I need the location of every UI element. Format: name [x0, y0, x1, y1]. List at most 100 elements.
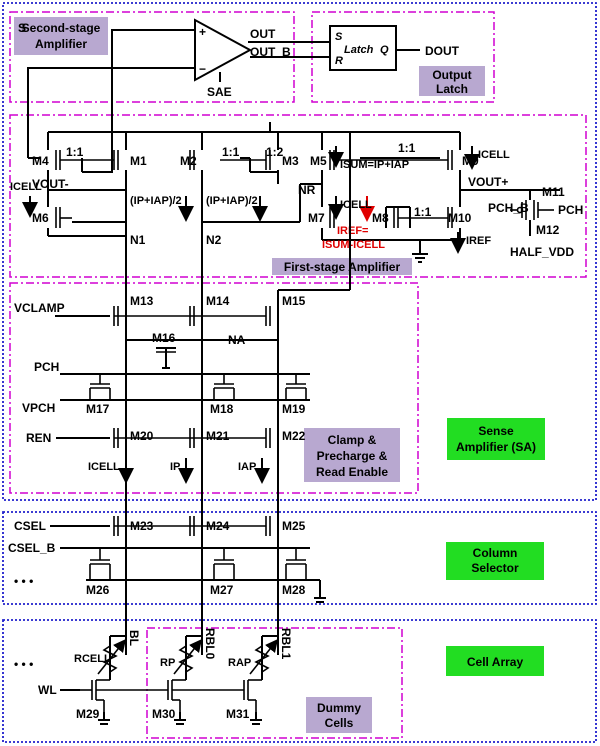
column-selector-border: [2, 511, 597, 605]
cell-array-label: Cell Array: [467, 655, 524, 669]
cell-array: • • • WL RCELL RP RAP BL RBL0 RBL1 M29 M…: [14, 628, 293, 725]
comparator-minus: −: [199, 62, 206, 76]
latch: S R Latch Q DOUT: [329, 25, 460, 71]
svg-text:NR: NR: [298, 183, 316, 197]
svg-text:Q: Q: [380, 44, 389, 56]
second-stage-label-line2: Amplifier: [35, 37, 87, 51]
svg-text:BL: BL: [127, 630, 141, 646]
svg-text:Latch: Latch: [344, 44, 374, 56]
clamp-label-line2: Precharge &: [317, 449, 388, 463]
svg-text:VPCH: VPCH: [22, 401, 55, 415]
sense-amp-label-bg: [447, 418, 545, 460]
svg-text:M12: M12: [536, 223, 560, 237]
svg-text:M20: M20: [130, 429, 154, 443]
svg-text:M10: M10: [448, 211, 472, 225]
svg-text:R: R: [335, 55, 343, 67]
output-latch-label-line1: Output: [432, 68, 471, 82]
svg-text:M31: M31: [226, 707, 250, 721]
first-stage-labels: M4 M1 M2 M3 M5 M9 M6 M7 M8 M10 M11 M12 1…: [10, 141, 583, 259]
svg-text:1:1: 1:1: [398, 141, 416, 155]
svg-text:M22: M22: [282, 429, 306, 443]
svg-text:M3: M3: [282, 154, 299, 168]
svg-text:WL: WL: [38, 683, 57, 697]
svg-text:M23: M23: [130, 519, 154, 533]
svg-text:1:1: 1:1: [414, 205, 432, 219]
output-latch-label-line2: Latch: [436, 82, 468, 96]
column-selector: CSEL CSEL_B • • • M23 M24 M25 M26 M27 M2…: [8, 516, 326, 603]
svg-text:IREF: IREF: [466, 235, 491, 247]
second-stage-border: [9, 11, 295, 103]
svg-text:RCELL: RCELL: [74, 653, 111, 665]
svg-text:M28: M28: [282, 583, 306, 597]
clamp-label-line1: Clamp &: [328, 433, 377, 447]
dummy-cells-border: [146, 627, 403, 739]
clamp-border: [9, 282, 419, 494]
second-stage-label: S: [18, 21, 26, 35]
svg-text:1:1: 1:1: [66, 145, 84, 159]
comparator-triangle: [194, 18, 253, 82]
out-label: OUT: [250, 27, 276, 41]
svg-text:ISUM=IP+IAP: ISUM=IP+IAP: [340, 159, 409, 171]
region-labels: S Second-stage Amplifier Output Latch Fi…: [14, 17, 545, 733]
svg-text:ICELL: ICELL: [478, 149, 510, 161]
svg-text:ICELL: ICELL: [88, 461, 120, 473]
svg-text:RBL1: RBL1: [279, 628, 293, 660]
cell-array-label-bg: [446, 646, 544, 676]
svg-text:M29: M29: [76, 707, 100, 721]
svg-text:M11: M11: [542, 185, 565, 199]
svg-text:M6: M6: [32, 211, 49, 225]
svg-text:N1: N1: [130, 233, 146, 247]
first-stage-label-bg: [272, 258, 412, 275]
svg-text:PCH: PCH: [34, 360, 59, 374]
svg-text:M24: M24: [206, 519, 230, 533]
column-selector-label-line1: Column: [473, 546, 518, 560]
svg-text:PCH_B: PCH_B: [488, 201, 529, 215]
svg-text:M1: M1: [130, 154, 147, 168]
svg-text:M17: M17: [86, 402, 110, 416]
svg-text:CSEL: CSEL: [14, 519, 46, 533]
svg-text:M26: M26: [86, 583, 110, 597]
svg-text:M21: M21: [206, 429, 230, 443]
svg-text:VOUT+: VOUT+: [468, 175, 508, 189]
svg-text:M9: M9: [462, 154, 479, 168]
svg-text:1:2: 1:2: [266, 145, 284, 159]
svg-text:1:1: 1:1: [222, 145, 240, 159]
second-stage-label-bg: [14, 17, 108, 55]
clamp-label-bg: [304, 428, 400, 482]
svg-text:CSEL_B: CSEL_B: [8, 541, 56, 555]
svg-text:M5: M5: [310, 154, 327, 168]
svg-text:ICELL: ICELL: [10, 181, 42, 193]
dummy-cells-label-line1: Dummy: [317, 701, 361, 715]
svg-text:M14: M14: [206, 294, 230, 308]
comparator-plus: +: [199, 25, 206, 39]
svg-text:IP: IP: [170, 461, 180, 473]
svg-text:VCLAMP: VCLAMP: [14, 301, 65, 315]
svg-text:VOUT-: VOUT-: [32, 177, 69, 191]
dummy-cells-label-bg: [306, 697, 372, 733]
svg-text:M2: M2: [180, 154, 197, 168]
svg-text:M18: M18: [210, 402, 234, 416]
svg-text:(IP+IAP)/2: (IP+IAP)/2: [130, 195, 182, 207]
svg-text:ISUM-ICELL: ISUM-ICELL: [322, 239, 385, 251]
svg-text:IAP: IAP: [238, 461, 256, 473]
dummy-cells-label-line2: Cells: [325, 716, 354, 730]
svg-text:NA: NA: [228, 333, 246, 347]
svg-text:RP: RP: [160, 657, 175, 669]
svg-text:M8: M8: [372, 211, 389, 225]
output-latch-label-bg: [419, 66, 485, 96]
svg-text:DOUT: DOUT: [425, 44, 460, 58]
svg-text:M16: M16: [152, 331, 176, 345]
svg-text:REN: REN: [26, 431, 51, 445]
svg-text:N2: N2: [206, 233, 222, 247]
svg-text:PCH: PCH: [558, 203, 583, 217]
svg-text:M19: M19: [282, 402, 306, 416]
svg-text:ICELL: ICELL: [340, 199, 372, 211]
svg-text:(IP+IAP)/2: (IP+IAP)/2: [206, 195, 258, 207]
svg-text:M30: M30: [152, 707, 176, 721]
svg-text:S: S: [335, 31, 343, 43]
out-b-label: OUT_B: [250, 45, 291, 59]
svg-text:HALF_VDD: HALF_VDD: [510, 245, 574, 259]
svg-text:M7: M7: [308, 211, 325, 225]
